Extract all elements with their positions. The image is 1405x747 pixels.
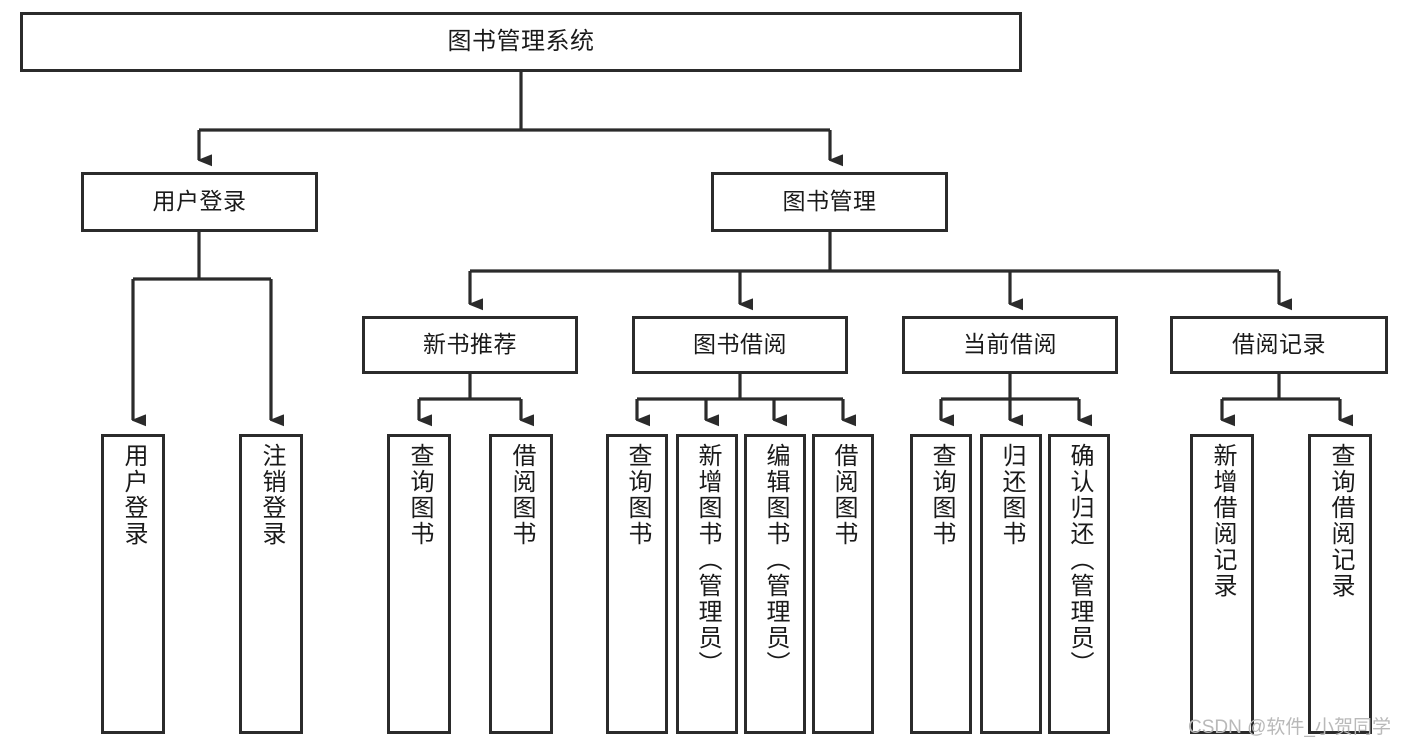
leaf-logout-login[interactable]: 注销登录 xyxy=(239,434,303,734)
node-label: 用户登录 xyxy=(152,188,247,215)
leaf-add-borrow-record[interactable]: 新增借阅记录 xyxy=(1190,434,1254,734)
node-label: 注销登录 xyxy=(258,443,285,547)
node-label: 新增借阅记录 xyxy=(1209,443,1236,599)
node-current-borrow[interactable]: 当前借阅 xyxy=(902,316,1118,374)
node-root-book-management-system[interactable]: 图书管理系统 xyxy=(20,12,1022,72)
node-label: 新书推荐 xyxy=(423,331,517,358)
leaf-query-book-borrow[interactable]: 查询图书 xyxy=(606,434,668,734)
node-label: 归还图书 xyxy=(998,443,1025,547)
leaf-borrow-book-recommend[interactable]: 借阅图书 xyxy=(489,434,553,734)
node-label: 新增图书（管理员） xyxy=(694,443,721,677)
node-label: 当前借阅 xyxy=(963,331,1057,358)
leaf-add-book-admin[interactable]: 新增图书（管理员） xyxy=(676,434,738,734)
leaf-query-borrow-record[interactable]: 查询借阅记录 xyxy=(1308,434,1372,734)
leaf-query-book-recommend[interactable]: 查询图书 xyxy=(387,434,451,734)
leaf-user-login[interactable]: 用户登录 xyxy=(101,434,165,734)
leaf-query-book-current[interactable]: 查询图书 xyxy=(910,434,972,734)
node-label: 编辑图书（管理员） xyxy=(762,443,789,677)
node-label: 借阅图书 xyxy=(830,443,857,547)
node-label: 图书管理系统 xyxy=(447,27,595,55)
csdn-watermark: CSDN @软件_小贺同学 xyxy=(1188,717,1391,738)
node-label: 查询借阅记录 xyxy=(1327,443,1354,599)
node-label: 查询图书 xyxy=(624,443,651,547)
node-book-management[interactable]: 图书管理 xyxy=(711,172,948,232)
leaf-edit-book-admin[interactable]: 编辑图书（管理员） xyxy=(744,434,806,734)
node-borrow-record[interactable]: 借阅记录 xyxy=(1170,316,1388,374)
node-label: 图书借阅 xyxy=(693,331,787,358)
node-book-borrow[interactable]: 图书借阅 xyxy=(632,316,848,374)
node-label: 借阅记录 xyxy=(1232,331,1326,358)
node-label: 查询图书 xyxy=(928,443,955,547)
node-label: 查询图书 xyxy=(406,443,433,547)
leaf-confirm-return-admin[interactable]: 确认归还（管理员） xyxy=(1048,434,1110,734)
node-label: 图书管理 xyxy=(782,188,877,215)
node-label: 借阅图书 xyxy=(508,443,535,547)
leaf-return-book[interactable]: 归还图书 xyxy=(980,434,1042,734)
node-new-book-recommend[interactable]: 新书推荐 xyxy=(362,316,578,374)
node-user-login[interactable]: 用户登录 xyxy=(81,172,318,232)
node-label: 用户登录 xyxy=(120,443,147,547)
leaf-borrow-book-borrow[interactable]: 借阅图书 xyxy=(812,434,874,734)
node-label: 确认归还（管理员） xyxy=(1066,443,1093,677)
